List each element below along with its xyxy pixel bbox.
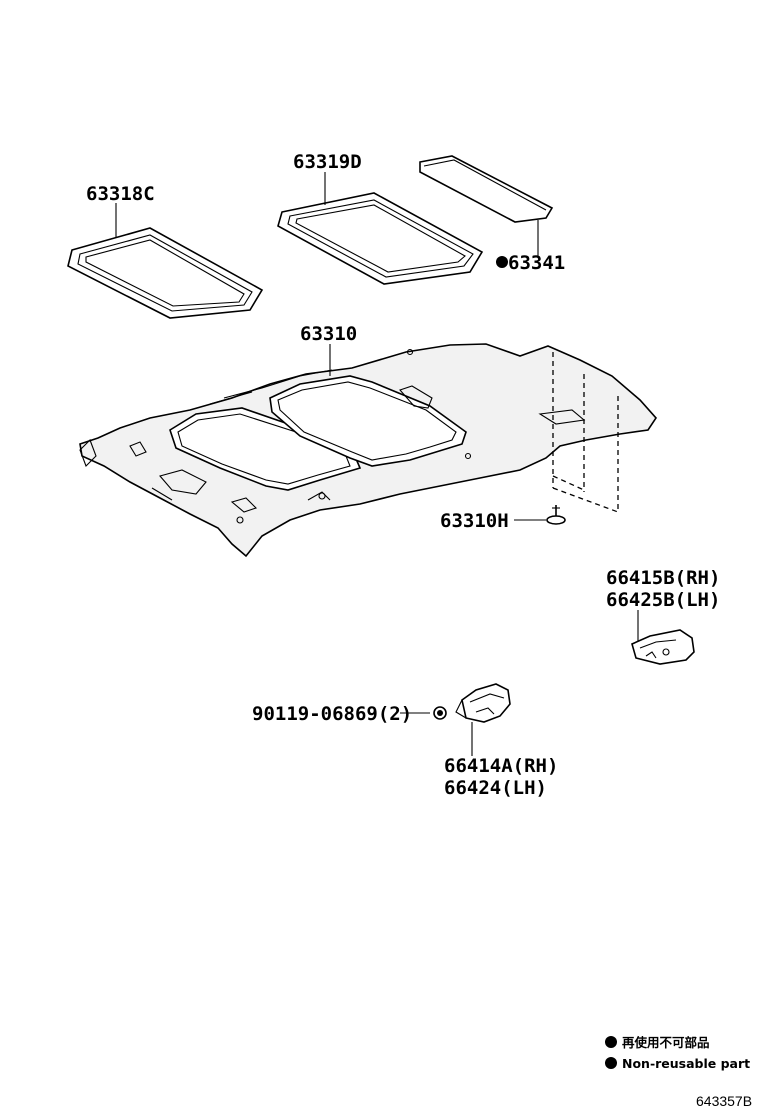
legend-bullet-japanese	[605, 1036, 617, 1048]
part-label-66424: 66424(LH)	[444, 777, 547, 799]
bracket-66414a[interactable]	[455, 683, 511, 723]
part-label-66415b: 66415B(RH)	[606, 567, 720, 589]
part-label-63310: 63310	[300, 323, 357, 345]
headliner-63310[interactable]	[79, 343, 658, 558]
part-label-66414a: 66414A(RH)	[444, 755, 558, 777]
part-label-66425b: 66425B(LH)	[606, 589, 720, 611]
non-reusable-marker-63341	[496, 256, 508, 268]
part-label-63310h: 63310H	[440, 510, 509, 532]
part-label-63318c: 63318C	[86, 183, 155, 205]
clip-63310h[interactable]	[546, 505, 566, 525]
seal-frame-63318c[interactable]	[67, 227, 264, 319]
part-label-63341: 63341	[508, 252, 565, 274]
legend-bullet-english	[605, 1057, 617, 1069]
part-label-63319d: 63319D	[293, 151, 362, 173]
diagram-code: 643357B	[696, 1093, 752, 1109]
legend-japanese: 再使用不可部品	[622, 1035, 710, 1050]
legend-english: Non-reusable part	[622, 1056, 750, 1071]
legend: 再使用不可部品 Non-reusable part	[605, 1035, 750, 1071]
part-label-90119: 90119-06869(2)	[252, 703, 412, 725]
panel-63341[interactable]	[419, 155, 554, 223]
dashed-projection-lines	[552, 352, 619, 513]
screw-90119[interactable]	[433, 706, 447, 720]
seal-frame-63319d[interactable]	[277, 192, 484, 285]
holder-66415b[interactable]	[631, 629, 695, 665]
